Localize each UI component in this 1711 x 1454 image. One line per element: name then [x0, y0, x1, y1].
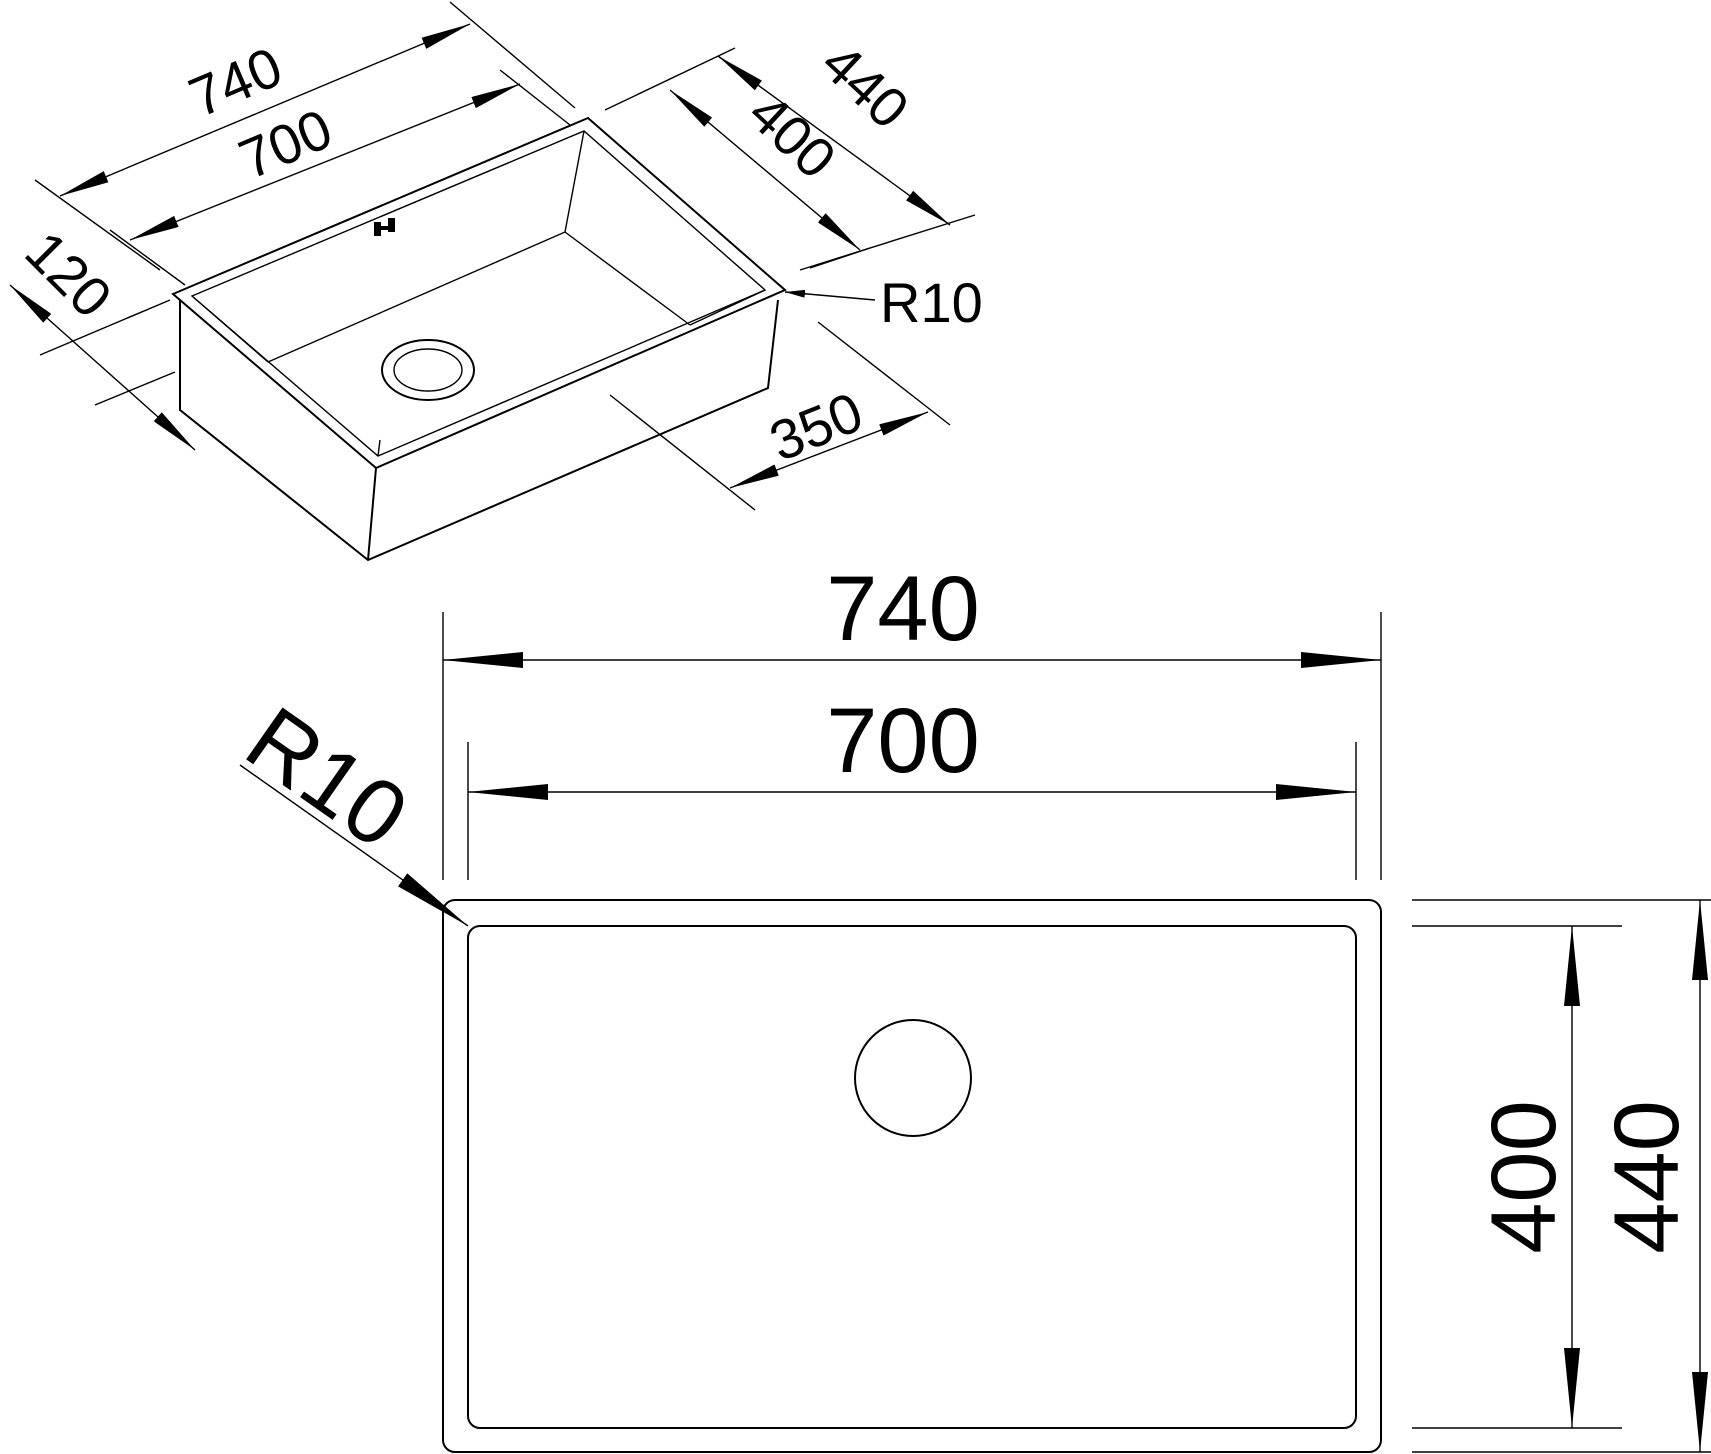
iso-ext-350-right: [817, 321, 951, 426]
label-740: 740: [826, 558, 980, 660]
iso-label-400: 400: [737, 81, 848, 191]
top-view: 740 700 R10 400 440: [229, 558, 1711, 1453]
iso-ext-120-bottom: [94, 371, 176, 406]
sink-outer-outline: [442, 899, 1382, 1453]
iso-bowl-back-bottom: [267, 231, 691, 363]
label-r10: R10: [229, 688, 426, 868]
iso-ext-740-left: [34, 179, 161, 271]
iso-dim-700: [129, 83, 521, 241]
iso-drain-inner: [393, 348, 463, 392]
iso-r10-leader: [784, 289, 876, 301]
iso-dim-350: [729, 411, 929, 489]
drain-hole: [854, 1019, 972, 1137]
iso-ext-400-front: [809, 247, 871, 269]
iso-ext-700-right: [499, 69, 571, 126]
label-700: 700: [826, 690, 980, 792]
r10-leader: [239, 764, 469, 927]
iso-label-120: 120: [14, 219, 125, 330]
isometric-view: 740 700 440 400 R10 120 350: [9, 1, 983, 562]
iso-ext-440-back: [604, 47, 736, 111]
iso-label-350: 350: [761, 380, 871, 473]
iso-label-r10: R10: [880, 271, 983, 334]
iso-ext-740-right: [449, 1, 576, 109]
label-440: 440: [1596, 1100, 1698, 1254]
iso-dim-400: [669, 89, 861, 251]
sink-bowl-outline: [467, 925, 1357, 1429]
iso-overflow-icon: [374, 218, 395, 236]
iso-bowl-back-corner: [191, 130, 766, 457]
iso-ext-700-left: [109, 229, 186, 286]
iso-drain: [381, 339, 475, 401]
iso-dim-120: [9, 284, 196, 451]
iso-ext-350-left: [609, 394, 756, 511]
iso-body: [179, 299, 779, 562]
label-400: 400: [1473, 1100, 1575, 1254]
